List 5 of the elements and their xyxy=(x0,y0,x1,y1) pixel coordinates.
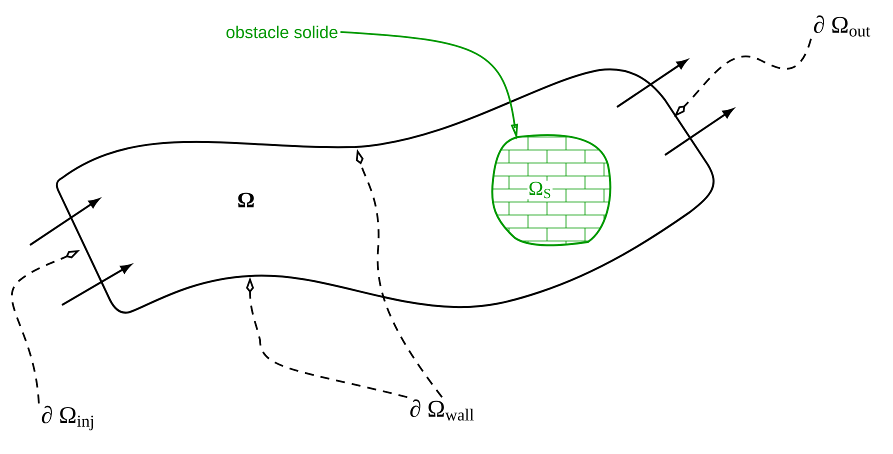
boundary-label: ∂ Ω$_{out}$ xyxy=(814,15,870,37)
boundary-label: ∂ Ω$_{wall}$ xyxy=(410,399,474,421)
boundary-label: ∂ Ω$_{inj}$ xyxy=(42,406,94,430)
obstacle-blob: Ω$_{S}$ xyxy=(491,134,612,246)
callout-label: obstacle solide xyxy=(226,26,338,38)
